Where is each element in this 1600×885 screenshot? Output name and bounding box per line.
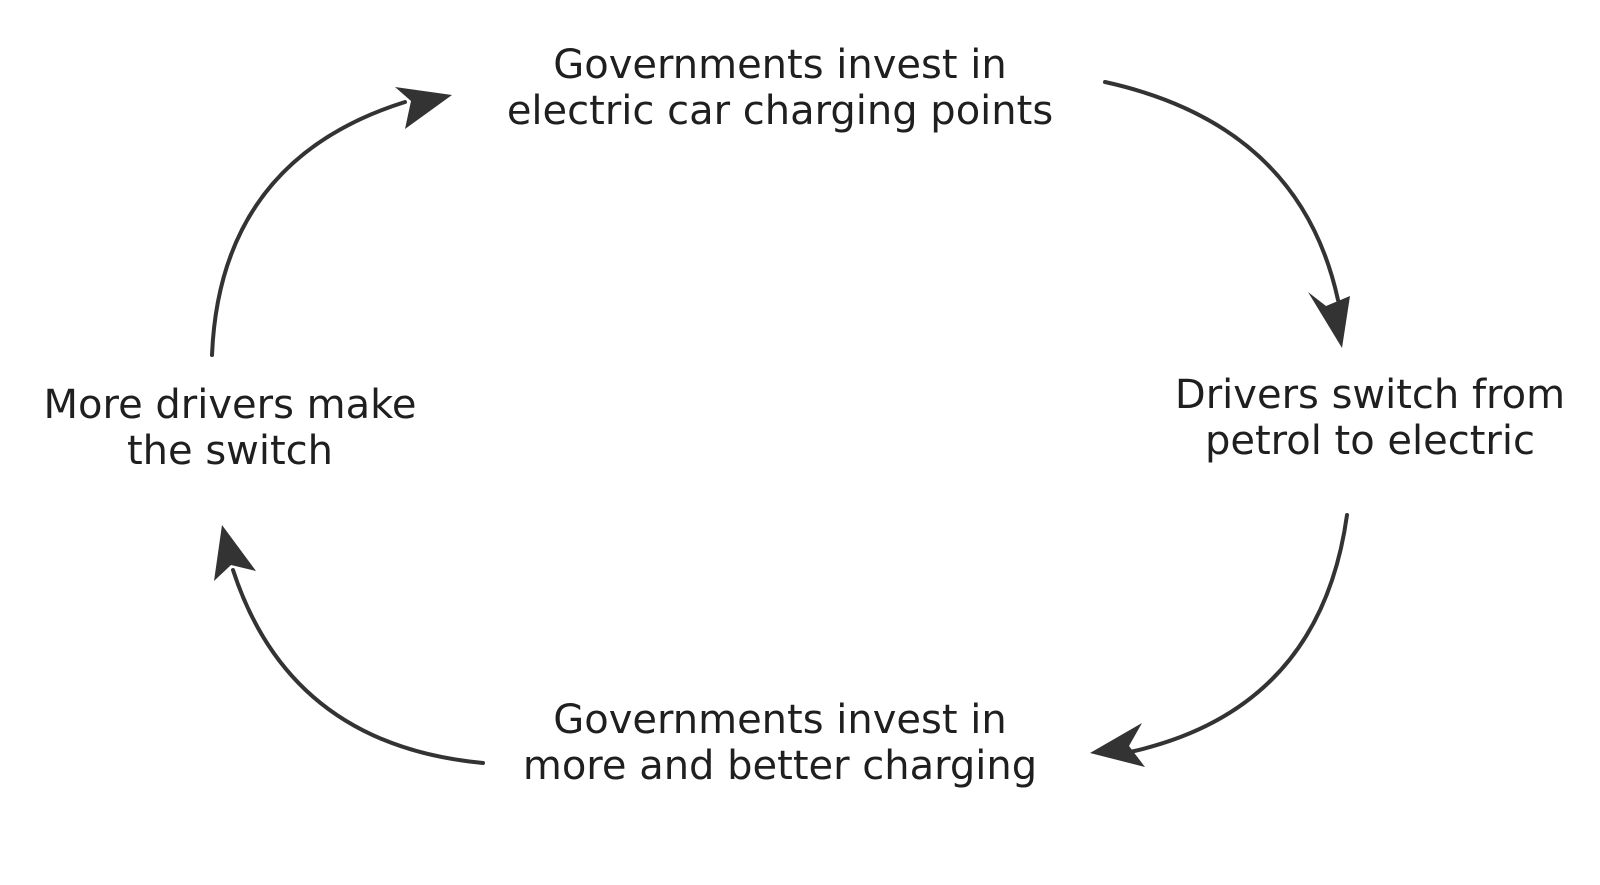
arrow-bottom-to-left	[214, 525, 485, 765]
node-left-line-1: More drivers make	[43, 382, 417, 428]
node-left-line-2: the switch	[126, 428, 334, 474]
arrow-top-to-right-head	[1308, 292, 1350, 348]
arrow-right-to-bottom	[1090, 513, 1349, 767]
cycle-node-top: Governments invest in electric car charg…	[440, 42, 1120, 134]
arrow-right-to-bottom-head	[1090, 723, 1145, 767]
arrow-left-to-top	[210, 87, 452, 357]
node-bottom-line-2: more and better charging	[522, 743, 1038, 789]
node-right-line-1: Drivers switch from	[1174, 372, 1566, 418]
cycle-node-left: More drivers make the switch	[10, 382, 450, 474]
node-top-line-2: electric car charging points	[506, 88, 1054, 134]
arrow-bottom-to-left-head	[214, 525, 256, 581]
arrow-left-to-top-head	[395, 87, 452, 129]
arrow-top-to-right-curve	[1103, 80, 1340, 302]
cycle-node-bottom: Governments invest in more and better ch…	[440, 697, 1120, 789]
arrow-bottom-to-left-curve	[231, 568, 485, 765]
arrow-right-to-bottom-curve	[1128, 513, 1349, 754]
node-bottom-line-1: Governments invest in	[553, 697, 1007, 743]
node-top-line-1: Governments invest in	[553, 42, 1007, 88]
cycle-node-right: Drivers switch from petrol to electric	[1150, 372, 1590, 464]
arrow-top-to-right	[1103, 80, 1350, 348]
arrow-left-to-top-curve	[210, 100, 407, 357]
node-right-line-2: petrol to electric	[1205, 418, 1535, 464]
